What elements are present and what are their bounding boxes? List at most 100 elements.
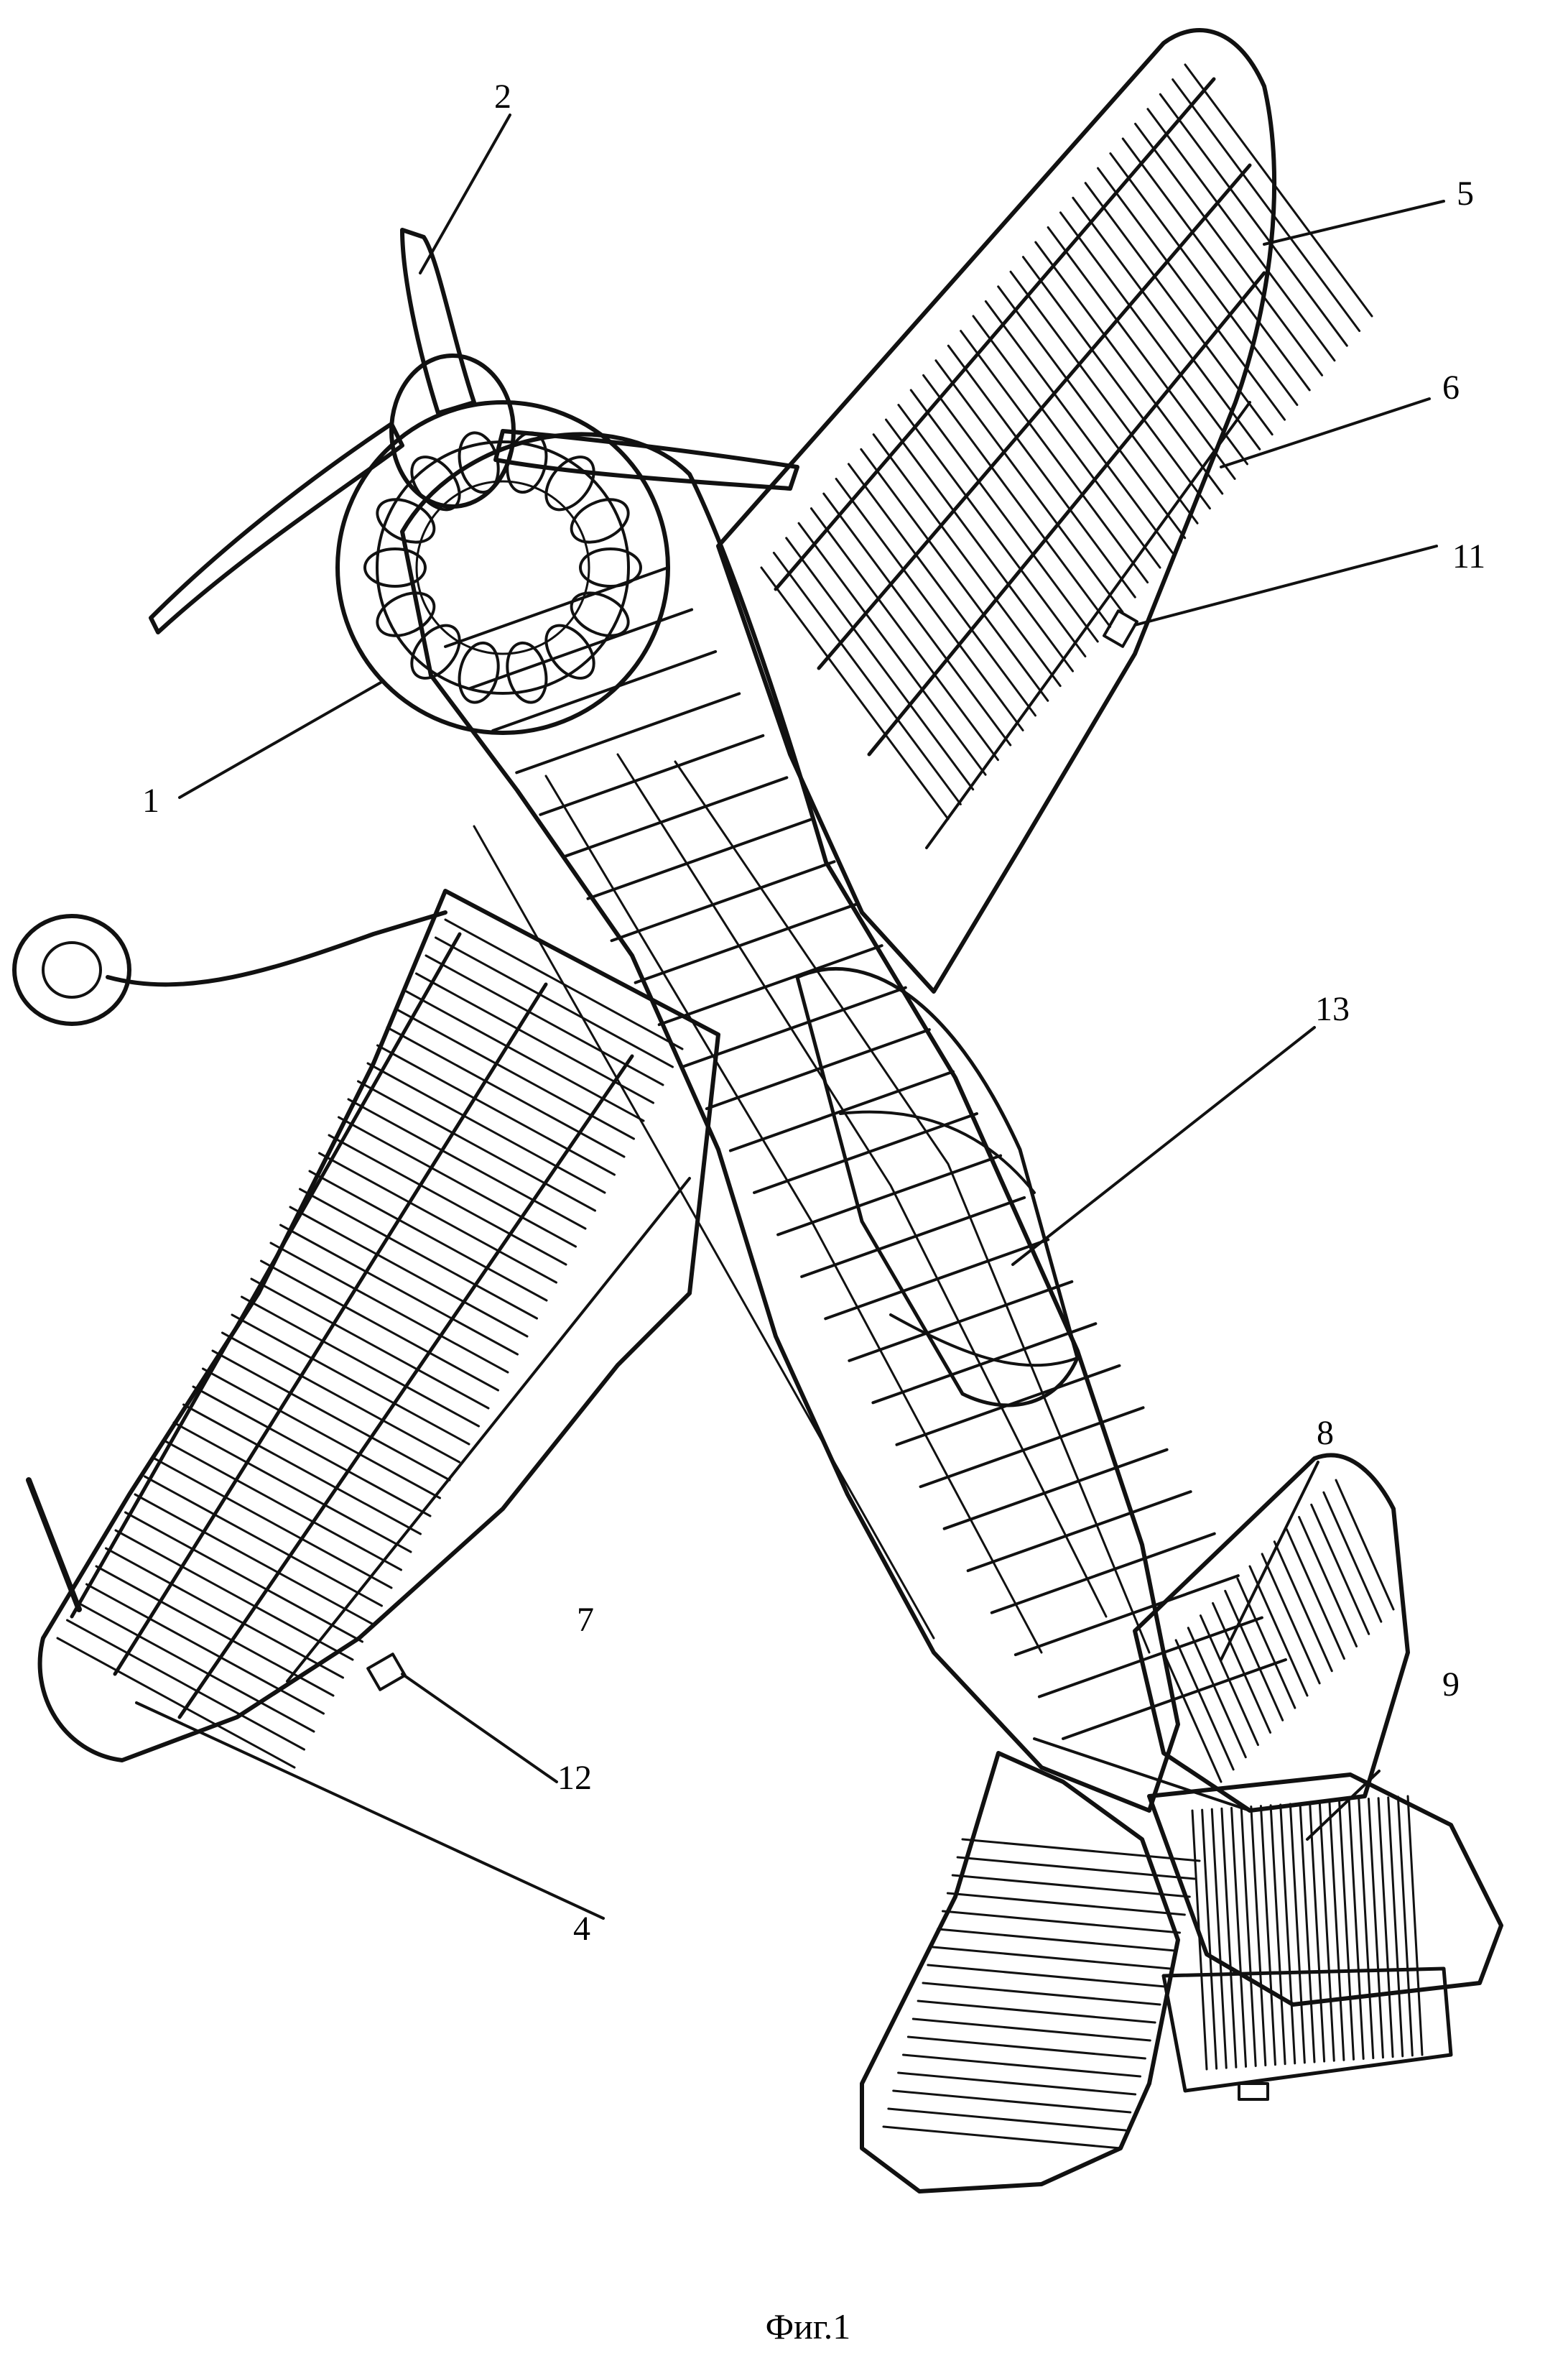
structure-line [1185, 65, 1372, 316]
structure-line [339, 1117, 576, 1247]
callout-1: 1 [142, 782, 159, 820]
structure-line [348, 1099, 585, 1229]
structure-line [848, 464, 1035, 716]
structure-line [68, 1620, 305, 1749]
structure-line [407, 991, 644, 1121]
structure-line [1274, 1542, 1332, 1671]
structure-line [1063, 1660, 1286, 1739]
structure-line [1160, 94, 1347, 346]
structure-line [1016, 1576, 1238, 1655]
structure-line [1039, 1618, 1262, 1697]
horizontal-stabilizer-upper [1135, 1455, 1408, 1811]
engine-cylinder [502, 639, 552, 706]
figure-caption: Фиг.1 [766, 2306, 851, 2347]
structure-line [1336, 1480, 1393, 1609]
left-wing [29, 891, 718, 1767]
callout-2: 2 [494, 78, 511, 116]
structure-line [612, 861, 835, 940]
structure-line [96, 1566, 333, 1696]
callout-6: 6 [1442, 369, 1460, 407]
structure-line [936, 361, 1123, 612]
structure-line [1073, 198, 1260, 449]
structure-line [1085, 183, 1272, 435]
structure-line [886, 420, 1073, 671]
structure-line [1324, 1492, 1381, 1622]
structure-line [1312, 1504, 1369, 1634]
structure-line [883, 2127, 1121, 2148]
structure-line [904, 2055, 1141, 2076]
structure-line [1011, 272, 1197, 523]
structure-line [1036, 242, 1223, 494]
structure-line [281, 1225, 518, 1354]
structure-line [1200, 1616, 1258, 1745]
structure-line [918, 2001, 1155, 2023]
structure-line [908, 2037, 1145, 2058]
structure-line [261, 1261, 498, 1390]
callout-9: 9 [1442, 1665, 1460, 1704]
callout-12: 12 [557, 1759, 592, 1797]
structure-line [1136, 124, 1322, 375]
propeller [151, 230, 797, 632]
structure-line [899, 2073, 1136, 2094]
callout-4: 4 [573, 1910, 590, 1948]
structure-line [968, 1492, 1191, 1571]
structure-line [1176, 1640, 1233, 1770]
structure-line [436, 938, 673, 1067]
structure-line [894, 2091, 1131, 2112]
callout-13: 13 [1315, 990, 1350, 1028]
structure-line [923, 1983, 1160, 2005]
structure-line [1098, 168, 1285, 420]
structure-line [873, 435, 1060, 686]
structure-line [973, 316, 1160, 568]
structure-line [588, 820, 810, 899]
structure-line [290, 1207, 527, 1336]
callout-8: 8 [1317, 1414, 1334, 1452]
structure-line [271, 1243, 508, 1372]
callout-5: 5 [1457, 175, 1474, 213]
structure-line [933, 1947, 1170, 1969]
structure-line [145, 1476, 382, 1606]
structure-line [251, 1279, 488, 1408]
structure-line [985, 301, 1172, 553]
structure-line [1238, 1578, 1295, 1708]
structure-line [540, 736, 763, 815]
structure-line [154, 1459, 391, 1588]
structure-line [899, 405, 1085, 657]
structure-line [924, 375, 1110, 627]
structure-line [174, 1423, 411, 1552]
structure-line [659, 946, 882, 1025]
structure-line [516, 693, 739, 772]
structure-line [1110, 154, 1297, 405]
structure-line [1048, 227, 1235, 479]
structure-line [948, 346, 1135, 597]
main-landing-gear [14, 912, 445, 1024]
structure-line [232, 1315, 469, 1444]
structure-line [836, 479, 1023, 730]
callout-7: 7 [577, 1601, 594, 1639]
structure-line [928, 1965, 1165, 1987]
structure-line [992, 1534, 1215, 1613]
structure-line [961, 331, 1148, 583]
structure-line [957, 1857, 1194, 1879]
structure-line [1023, 257, 1210, 509]
structure-line [889, 2109, 1126, 2130]
structure-line [358, 1081, 595, 1211]
horizontal-stabilizer-lower [862, 1753, 1200, 2191]
structure-line [184, 1405, 421, 1534]
structure-line [824, 494, 1011, 745]
callout-11: 11 [1452, 537, 1485, 575]
structure-line [938, 1929, 1175, 1951]
structure-line [1164, 1652, 1221, 1782]
structure-line [1299, 1517, 1357, 1646]
structure-line [861, 449, 1048, 701]
structure-line [164, 1441, 402, 1570]
structure-line [329, 1135, 566, 1265]
structure-line [1123, 139, 1309, 390]
structure-line [77, 1602, 314, 1732]
structure-line [1286, 1530, 1344, 1659]
structure-line [998, 287, 1185, 538]
structure-line [300, 1189, 537, 1318]
structure-line [417, 974, 654, 1103]
structure-line [943, 1911, 1180, 1933]
